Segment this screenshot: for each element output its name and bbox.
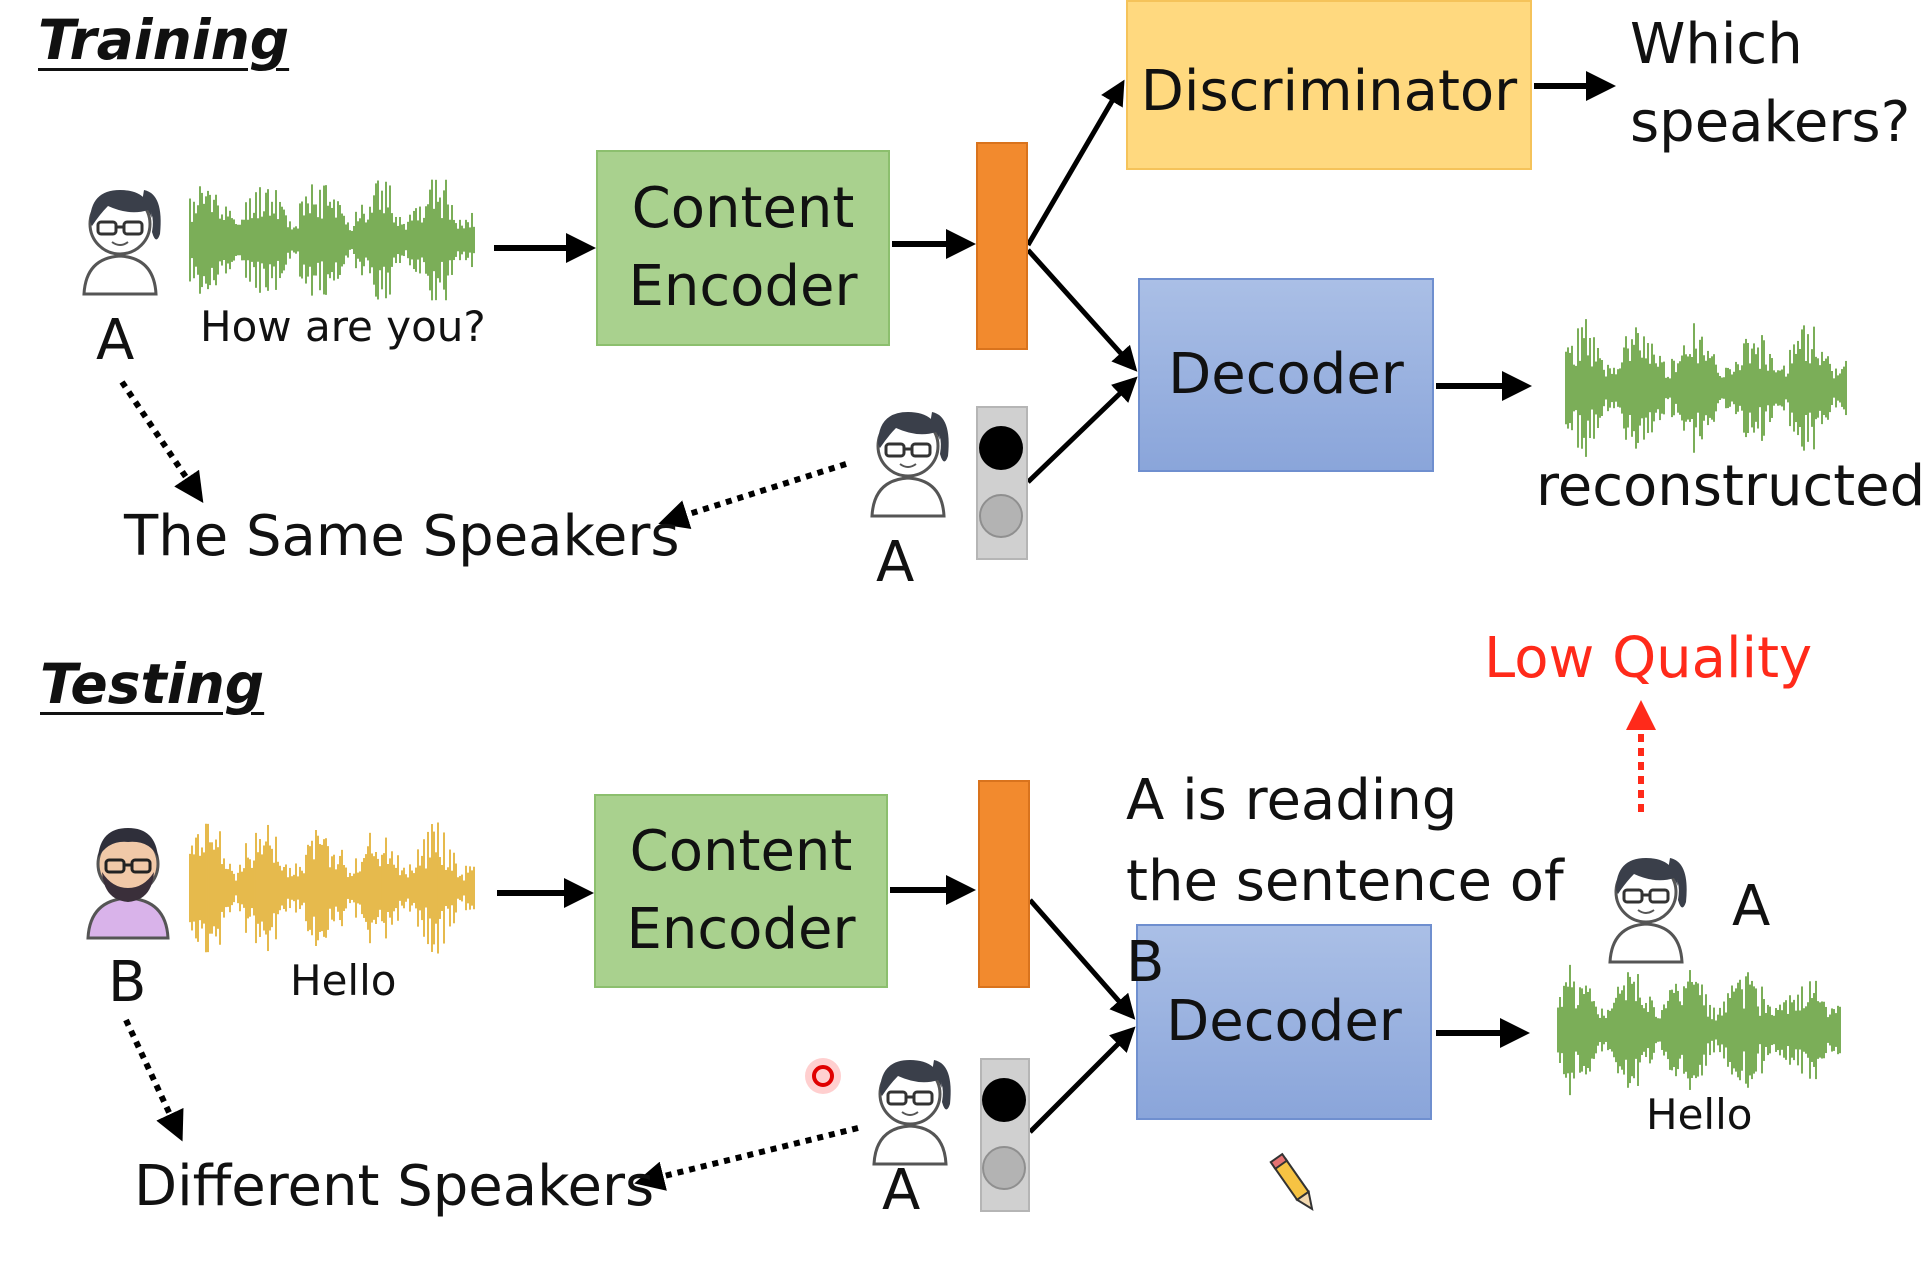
speaker-embedding-vector — [976, 406, 1028, 560]
decoder-label-test: Decoder — [1166, 988, 1402, 1054]
pencil-cursor-icon — [1269, 1152, 1314, 1211]
decoder-box: Decoder — [1138, 278, 1434, 472]
laser-pointer-icon — [805, 1058, 841, 1094]
inactive-dot — [979, 494, 1023, 538]
note-label: A is reading the sentence of B — [1126, 768, 1564, 996]
utterance-hello-label: Hello — [290, 956, 397, 1005]
speaker-a-label: A — [96, 308, 135, 373]
female-speaker-icon — [870, 412, 949, 518]
discriminator-output-label: Which speakers? — [1630, 12, 1911, 156]
utterance-label: How are you? — [200, 302, 486, 351]
arrow-speaker-to-decoder — [1026, 376, 1138, 484]
waveform-icon — [189, 822, 475, 954]
training-title: Training — [38, 8, 290, 72]
output-speaker-a-label: A — [1732, 874, 1771, 939]
reconstructed-label: reconstructed — [1536, 454, 1926, 519]
discriminator-label: Discriminator — [1140, 58, 1518, 124]
content-code-vector — [976, 142, 1028, 350]
waveform-icon — [1557, 964, 1841, 1096]
dotted-arrow-a-same — [119, 380, 204, 503]
arrow-code-to-decoder — [1026, 248, 1138, 372]
active-dot — [979, 426, 1023, 470]
decoder-box-test: Decoder — [1136, 924, 1432, 1120]
arrow-code-to-discriminator — [1025, 79, 1125, 247]
low-quality-label: Low Quality — [1484, 626, 1813, 691]
male-speaker-icon — [86, 828, 170, 940]
female-speaker-icon — [1608, 858, 1687, 964]
testing-title: Testing — [40, 652, 265, 716]
female-speaker-icon — [82, 190, 161, 296]
waveform-icon — [1565, 319, 1847, 457]
dotted-arrow-b-different — [123, 1018, 184, 1142]
arrow-speaker-to-decoder-test — [1028, 1026, 1136, 1134]
same-speakers-label: The Same Speakers — [124, 504, 680, 569]
content-encoder-box-test: Content Encoder — [594, 794, 888, 988]
content-encoder-box: Content Encoder — [596, 150, 890, 346]
inactive-dot — [982, 1146, 1026, 1190]
discriminator-box: Discriminator — [1126, 0, 1532, 170]
active-dot — [982, 1078, 1026, 1122]
decoder-label: Decoder — [1168, 341, 1404, 407]
speaker-embedding-vector-test — [980, 1058, 1030, 1212]
ref-speaker-a-label: A — [876, 530, 915, 595]
content-encoder-label: Content Encoder — [628, 175, 858, 319]
content-code-vector-test — [978, 780, 1030, 988]
speaker-b-label: B — [108, 950, 147, 1015]
different-speakers-label: Different Speakers — [134, 1154, 655, 1219]
dotted-arrow-ref-different — [634, 1125, 859, 1191]
content-encoder-label-test: Content Encoder — [626, 818, 856, 962]
waveform-icon — [189, 179, 475, 301]
output-hello-label: Hello — [1646, 1090, 1753, 1139]
ref-speaker-a-label-test: A — [882, 1158, 921, 1223]
female-speaker-icon — [872, 1060, 951, 1166]
dotted-arrow-ref-same — [658, 461, 847, 530]
arrow-code-to-decoder-test — [1028, 898, 1136, 1020]
